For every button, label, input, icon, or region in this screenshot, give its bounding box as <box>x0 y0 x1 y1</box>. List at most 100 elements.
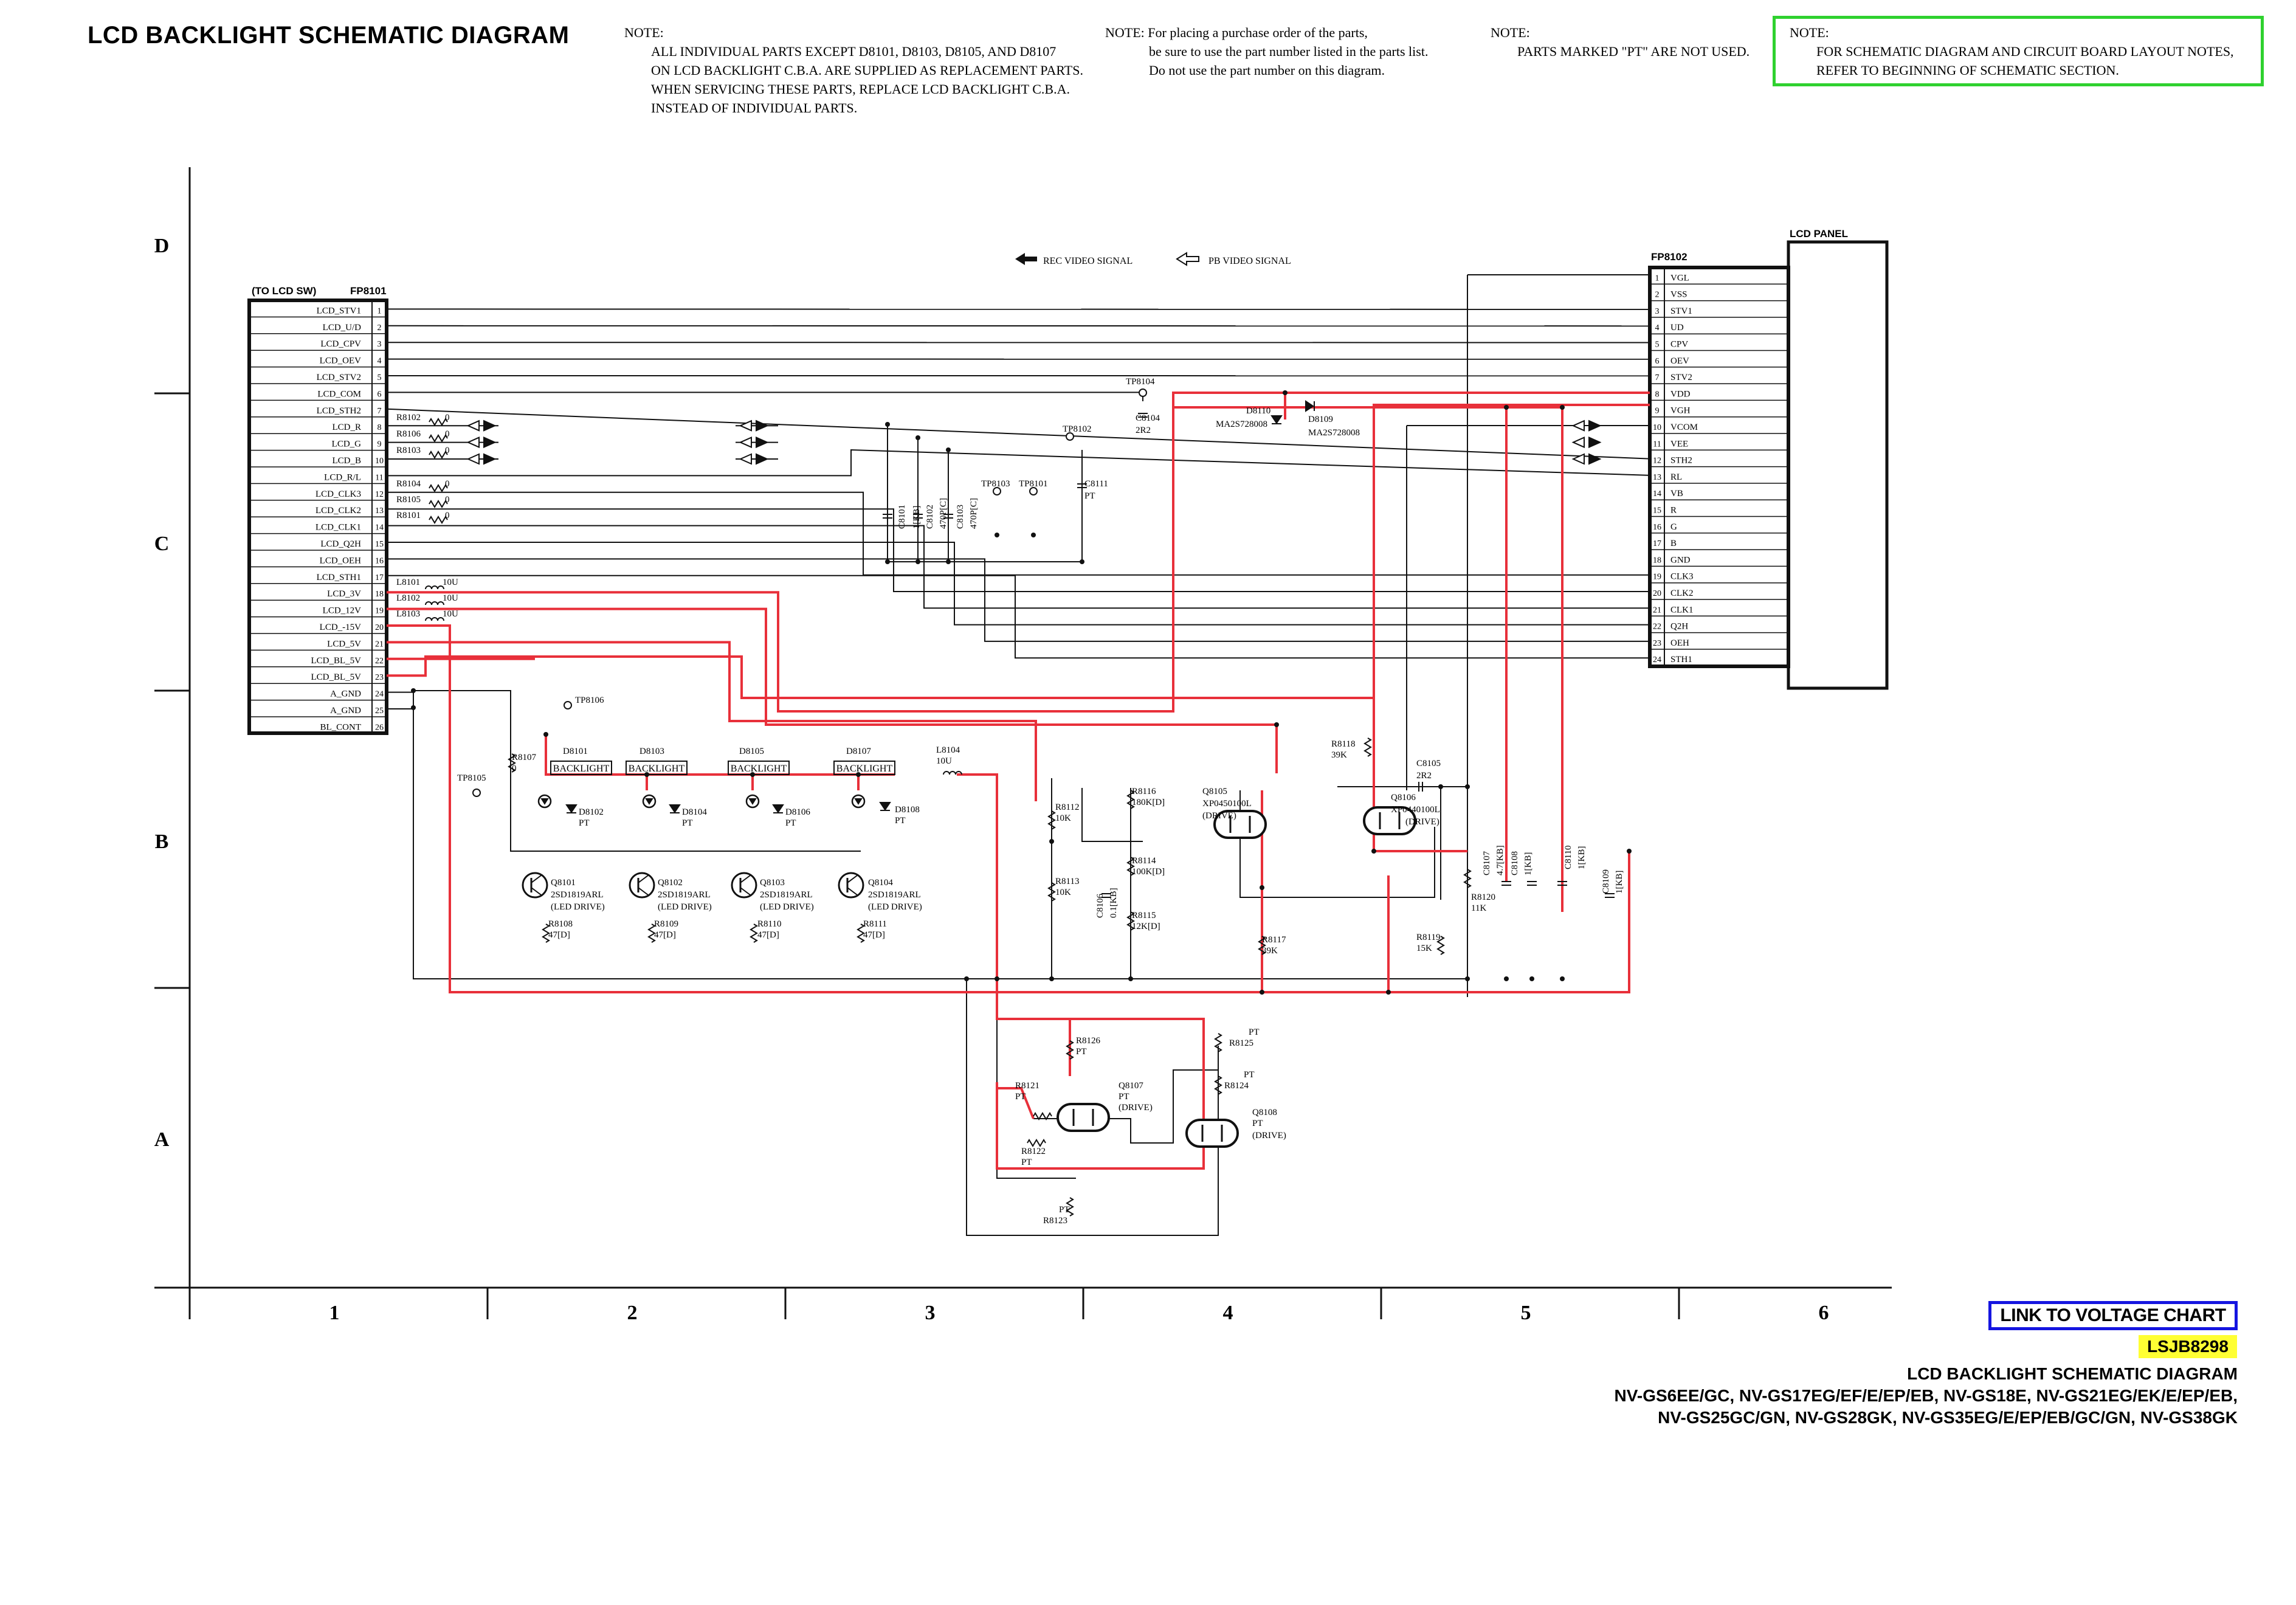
component-label: L8104 <box>936 745 960 755</box>
right-pin-number: 14 <box>1653 489 1661 499</box>
junction-dot <box>1529 976 1534 981</box>
legend-pb: PB VIDEO SIGNAL <box>1208 256 1291 266</box>
rec-signal-arrow-icon <box>756 453 769 465</box>
component-label: 10K <box>1055 813 1071 823</box>
left-pin-name: LCD_Q2H <box>320 539 361 549</box>
pb-signal-arrow-icon <box>739 419 752 432</box>
right-pin-number: 10 <box>1653 423 1661 432</box>
component-label: R8126 <box>1076 1036 1101 1046</box>
junction-dot <box>1260 990 1264 995</box>
right-pin-number: 21 <box>1653 606 1661 615</box>
left-pin-name: LCD_CPV <box>320 339 361 349</box>
note-1-line: ALL INDIVIDUAL PARTS EXCEPT D8101, D8103… <box>651 44 1057 59</box>
resistor-icon <box>1126 790 1135 809</box>
component-label: R8116 <box>1132 787 1156 796</box>
led-icon <box>540 798 549 805</box>
signal-trace <box>1239 790 1435 898</box>
power-trace <box>387 392 1650 713</box>
left-pin-name: LCD_G <box>332 440 362 449</box>
left-pin-number: 7 <box>377 407 382 416</box>
component-label: (LED DRIVE) <box>551 902 605 912</box>
pb-signal-arrow-icon <box>1176 252 1199 266</box>
rec-signal-arrow-icon <box>756 437 769 449</box>
component-label: 12K[D] <box>1132 922 1160 931</box>
component-label: 10U <box>443 578 458 587</box>
note-3-line: PARTS MARKED "PT" ARE NOT USED. <box>1517 44 1750 59</box>
left-pin-number: 2 <box>377 323 382 333</box>
component-label: 47[D] <box>654 930 676 940</box>
pb-signal-arrow-icon <box>739 453 752 465</box>
resistor-icon <box>429 500 448 508</box>
junction-dot <box>1627 849 1632 854</box>
right-pin-number: 13 <box>1653 473 1661 482</box>
power-trace <box>387 404 1650 699</box>
resistor-icon <box>1126 857 1135 876</box>
component-label: 1[KB] <box>1577 846 1587 869</box>
left-pin-name: LCD_3V <box>327 589 361 599</box>
component-label: D8109 <box>1308 415 1333 424</box>
right-pin-number: 8 <box>1655 390 1660 399</box>
dual-transistor-icon <box>1213 810 1267 839</box>
grid-row-label: C <box>154 533 170 555</box>
dual-transistor-icon <box>1057 1103 1110 1132</box>
transistor-icon <box>731 872 757 899</box>
junction-dot <box>1260 885 1264 890</box>
component-label: R8112 <box>1055 802 1079 812</box>
right-pin-number: 1 <box>1655 274 1660 283</box>
component-label: Q8102 <box>658 878 683 888</box>
transistor-icon <box>847 887 858 896</box>
power-trace <box>997 1087 1035 1119</box>
left-pin-number: 1 <box>377 306 382 316</box>
component-label: 0 <box>445 413 450 423</box>
rec-signal-arrow-icon <box>483 453 497 465</box>
backlight-box <box>833 761 895 775</box>
resistor-icon <box>1066 1197 1074 1217</box>
component-label: XP0440100L <box>1391 805 1440 815</box>
component-label: C8110 <box>1563 846 1573 869</box>
left-pin-number: 23 <box>375 673 384 682</box>
resistor-icon <box>1033 1112 1052 1120</box>
right-pin-name: STV1 <box>1670 306 1692 316</box>
right-pin-number: 24 <box>1653 655 1661 664</box>
left-pin-name: LCD_CLK3 <box>315 489 361 499</box>
component-label: 1[KB] <box>1523 852 1533 875</box>
junction-dot <box>1504 976 1509 981</box>
junction-dot <box>1049 976 1054 981</box>
diode-icon <box>669 804 681 813</box>
junction-dot <box>1080 559 1084 564</box>
component-label: 0 <box>445 495 450 505</box>
right-pin-number: 9 <box>1655 407 1660 416</box>
footer-models-2: NV-GS25GC/GN, NV-GS28GK, NV-GS35EG/E/EP/… <box>1658 1408 2238 1427</box>
left-connector-ref: FP8101 <box>350 285 387 297</box>
grid-row-label: B <box>155 830 169 853</box>
note-4-line: FOR SCHEMATIC DIAGRAM AND CIRCUIT BOARD … <box>1816 44 2234 59</box>
pb-signal-arrow-icon <box>466 437 480 449</box>
junction-dot <box>1049 839 1054 844</box>
rec-signal-arrow-icon <box>483 419 497 432</box>
junction-dot <box>915 559 920 564</box>
resistor-icon <box>1126 911 1135 931</box>
dual-transistor-icon <box>1185 1119 1239 1148</box>
component-label: 0 <box>445 511 450 520</box>
component-label: C8102 <box>925 505 935 529</box>
component-label: R8121 <box>1015 1081 1039 1091</box>
right-pin-number: 19 <box>1653 573 1661 582</box>
transistor-icon <box>522 872 548 899</box>
voltage-chart-link[interactable]: LINK TO VOLTAGE CHART <box>1988 1301 2238 1330</box>
component-label: R8119 <box>1416 933 1440 942</box>
component-label: R8110 <box>757 919 781 929</box>
signal-trace <box>387 491 1650 576</box>
resistor-icon <box>1463 869 1472 888</box>
component-label: 2SD1819ARL <box>551 890 604 900</box>
power-trace <box>387 641 1037 801</box>
test-point-icon <box>993 487 1001 495</box>
resistor-icon <box>429 418 448 426</box>
component-label: (LED DRIVE) <box>658 902 712 912</box>
grid-col-label: 4 <box>1223 1302 1233 1324</box>
right-pin-number: 2 <box>1655 291 1660 300</box>
component-label: D8103 <box>640 747 664 756</box>
junction-dot <box>1465 784 1470 789</box>
component-label: 1[KB] <box>1615 871 1624 894</box>
right-pin-name: STV2 <box>1670 373 1692 382</box>
left-pin-number: 17 <box>375 573 384 582</box>
